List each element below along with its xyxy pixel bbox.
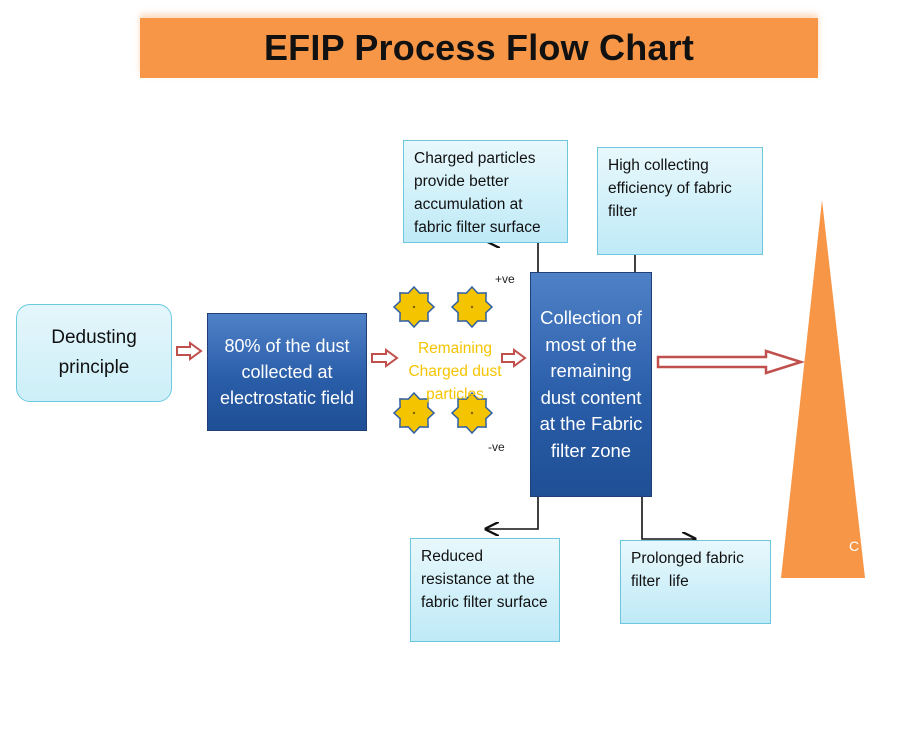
remaining-particles-label: Remaining Charged dust particles	[408, 340, 502, 403]
dust-collected-box: 80% of the dust collected at electrostat…	[207, 313, 367, 431]
reduced-resistance-text: Reduced resistance at the fabric filter …	[421, 548, 548, 611]
particle-star-2	[450, 285, 494, 329]
block-arrow-1	[176, 341, 203, 361]
charged-particles-text: Charged particles provide better accumul…	[414, 150, 541, 236]
prolonged-life-box: Prolonged fabric filter life	[620, 540, 771, 624]
particle-star-4	[450, 391, 494, 435]
negative-pole-label: -ve	[488, 440, 505, 454]
dedusting-principle-text: Dedusting principle	[51, 327, 137, 378]
high-efficiency-text: High collecting efficiency of fabric fil…	[608, 157, 732, 220]
connector-to-reduced-resistance	[486, 497, 539, 529]
fabric-filter-collection-box: Collection of most of the remaining dust…	[530, 272, 652, 497]
connector-to-prolonged-life	[641, 497, 695, 539]
connector-to-charged-particles	[487, 241, 539, 272]
block-arrow-3	[501, 348, 527, 368]
particle-star-3	[392, 391, 436, 435]
title-bar: EFIP Process Flow Chart	[140, 18, 818, 78]
fabric-filter-collection-text: Collection of most of the remaining dust…	[539, 307, 643, 461]
high-efficiency-box: High collecting efficiency of fabric fil…	[597, 147, 763, 255]
triangle-clipped-text: C	[849, 538, 860, 554]
orange-triangle	[781, 200, 865, 578]
prolonged-life-text: Prolonged fabric filter life	[631, 550, 749, 590]
block-arrow-large	[656, 349, 806, 375]
page-title: EFIP Process Flow Chart	[263, 27, 695, 68]
particle-star-1	[392, 285, 436, 329]
dedusting-principle-box: Dedusting principle	[16, 304, 172, 402]
reduced-resistance-box: Reduced resistance at the fabric filter …	[410, 538, 560, 642]
dust-collected-text: 80% of the dust collected at electrostat…	[219, 336, 355, 408]
block-arrow-2	[371, 348, 399, 368]
positive-pole-label: +ve	[495, 272, 515, 286]
charged-particles-box: Charged particles provide better accumul…	[403, 140, 568, 243]
